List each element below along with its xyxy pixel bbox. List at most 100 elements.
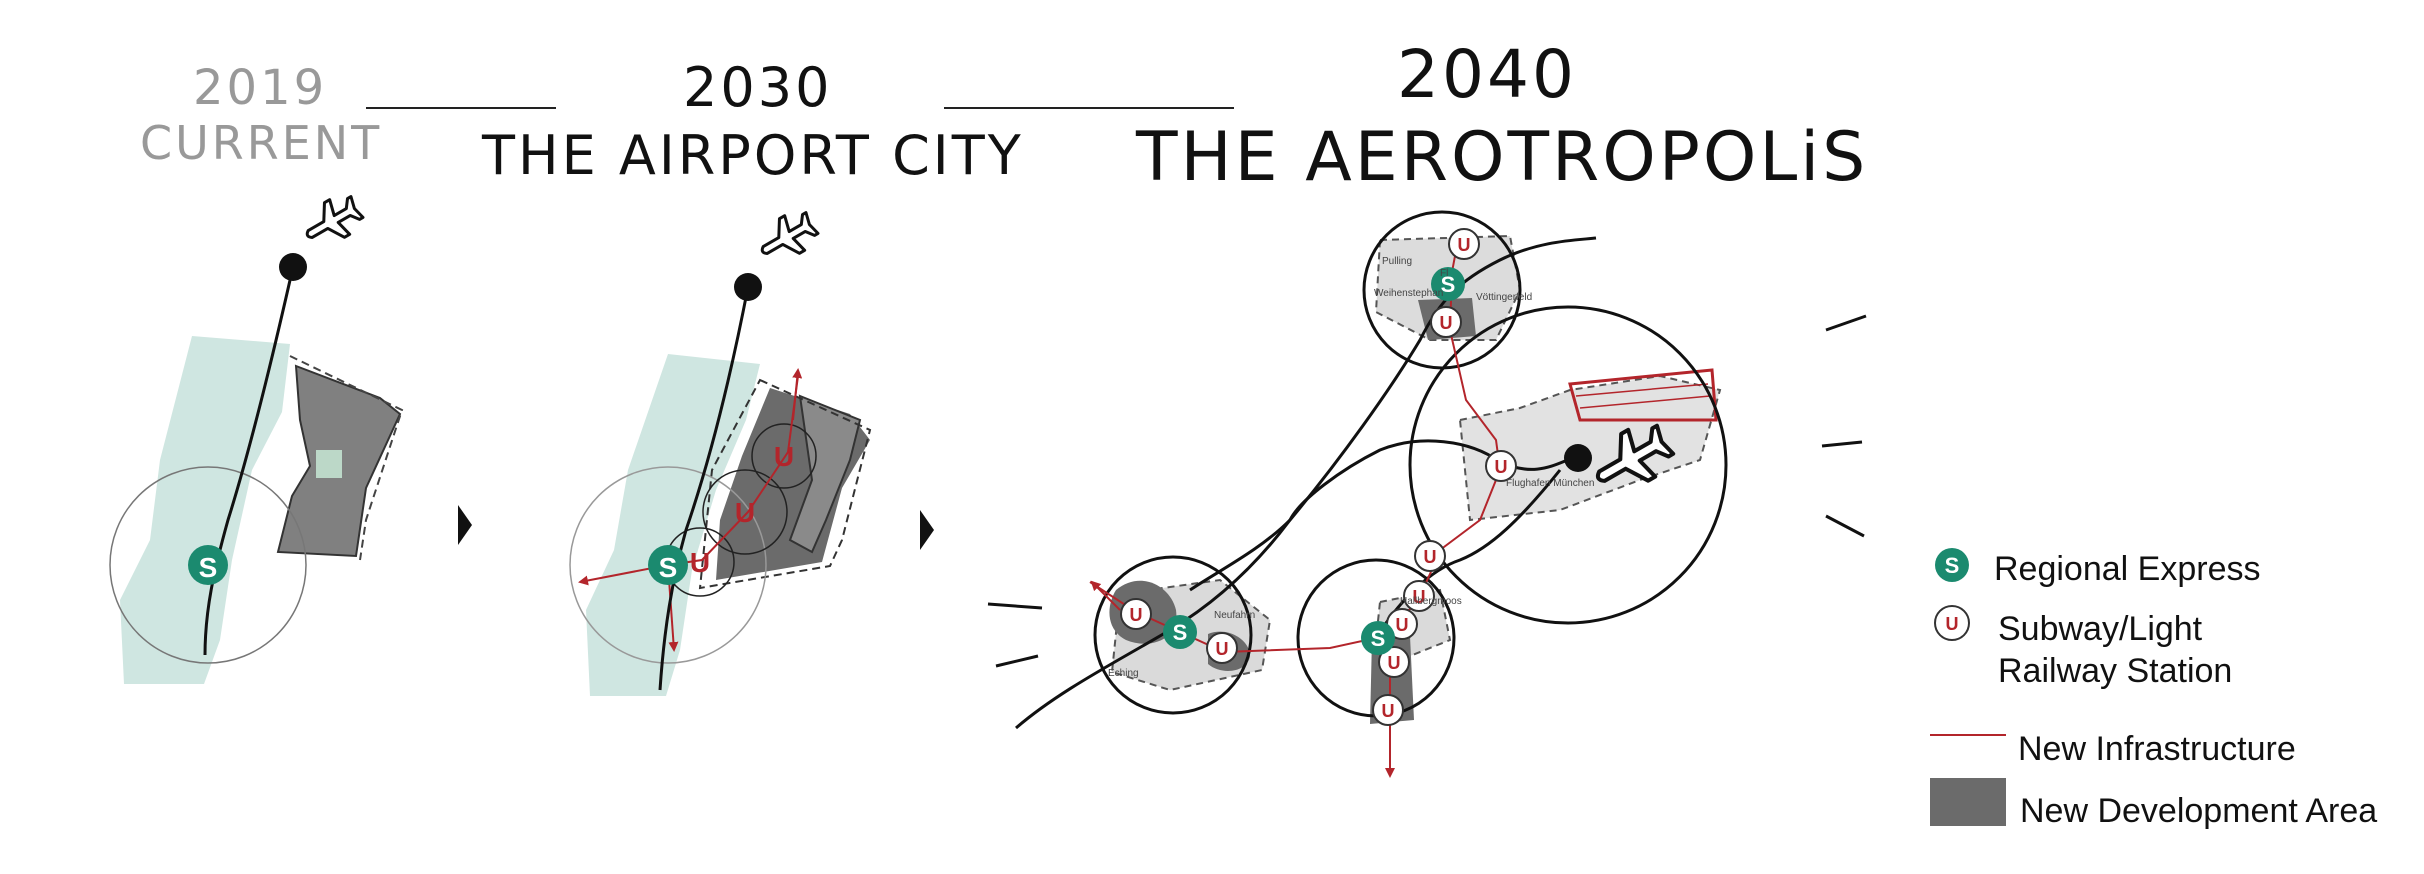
map-labels-2040: Weihenstephan Fl Vöttingerfeld Pulling N… (1108, 256, 1594, 679)
map-label-hallbergmoos: Hallbergmoos (1400, 596, 1462, 607)
regional-express-mark-2030: S (659, 552, 678, 583)
subway-mark-2030-c: U (690, 547, 710, 578)
subway-mark-2040-2: U (1440, 313, 1453, 333)
subway-mark-2040-1: U (1458, 235, 1471, 255)
subway-icon-2040-9 (1120, 598, 1152, 630)
regional-stations-2040: S S S (1163, 267, 1465, 655)
legend-subway-label-1: Subway/Light (1998, 610, 2203, 648)
airport-node-2040 (1564, 444, 1592, 472)
subway-icon-2040-7 (1378, 646, 1410, 678)
legend-subway-icon (1934, 605, 1970, 641)
subway-icon-2040-5 (1403, 580, 1435, 612)
airport-runways (1575, 383, 1711, 409)
green-landscape-2030 (586, 354, 760, 696)
subway-mark-2040-5: U (1413, 587, 1426, 607)
legend-regional-express-label: Regional Express (1994, 550, 2261, 588)
radiating-tick-2 (1821, 440, 1863, 448)
urban-area-airport (1458, 374, 1722, 522)
regional-express-icon-2019 (188, 545, 228, 585)
subway-icon-2040-3 (1485, 450, 1517, 482)
airport-node-2030 (734, 273, 762, 301)
next-arrow-2 (920, 510, 934, 550)
legend-new-development-label: New Development Area (2020, 792, 2378, 830)
green-landscape-2019 (120, 336, 290, 684)
regional-express-icon-2040-3 (1361, 621, 1395, 655)
legend-regional-express-icon (1935, 548, 1969, 582)
stage-2040-year: 2040 (1397, 36, 1577, 113)
subway-mark-2030-a: U (774, 441, 794, 472)
stage-2040-name: THE AEROTROPOLiS (1136, 118, 1869, 197)
plane-icon-2030 (751, 204, 824, 271)
new-infrastructure-2030-up (792, 368, 803, 421)
radiating-tick-1 (1825, 314, 1867, 332)
radius-circle-2030 (569, 466, 767, 664)
panel-2040: U U U U U U U U U U (987, 210, 1867, 778)
subway-icon-2040-8 (1372, 694, 1404, 726)
stage-2030-name: THE AIRPORT CITY (482, 124, 1024, 187)
regional-express-icon-2030 (648, 545, 688, 585)
subway-icon-2040-1 (1448, 228, 1480, 260)
legend-regional-express-mark: S (1945, 553, 1960, 578)
regional-express-icon-2040-2 (1163, 615, 1197, 649)
subway-mark-2040-9: U (1130, 605, 1143, 625)
subway-radius-1 (702, 469, 788, 555)
rail-line-2040-branch (1288, 439, 1581, 521)
subway-icon-2040-10 (1206, 632, 1238, 664)
radius-circle-2019 (109, 466, 307, 664)
map-label-neufahrn: Neufahrn (1214, 610, 1255, 621)
subway-mark-2040-7: U (1388, 653, 1401, 673)
legend-subway-mark: U (1946, 614, 1959, 634)
subway-icon-2040-4 (1414, 540, 1446, 572)
legend-subway-label-2: Railway Station (1998, 652, 2233, 690)
next-arrow-1 (458, 505, 472, 545)
radiating-tick-4 (987, 602, 1043, 610)
rail-line-2040-south (1374, 469, 1562, 639)
green-patch-2019 (316, 450, 342, 478)
legend: S U (1930, 548, 2006, 826)
legend-new-infrastructure-label: New Infrastructure (2018, 730, 2296, 768)
map-label-eching: Eching (1108, 668, 1139, 679)
rail-line-2019 (203, 266, 295, 656)
subway-radius-2 (751, 423, 817, 489)
rail-line-2030 (658, 286, 750, 691)
radiating-tick-5 (995, 654, 1039, 668)
timeline-rule-1 (366, 107, 556, 109)
subway-mark-2040-4: U (1424, 547, 1437, 567)
new-infrastructure-2040-west (1090, 580, 1121, 611)
stage-2019-year: 2019 (193, 60, 328, 116)
subway-mark-2040-10: U (1216, 639, 1229, 659)
subway-mark-2030-b: U (735, 497, 755, 528)
airport-node-2019 (279, 253, 307, 281)
legend-new-development-swatch (1930, 778, 2006, 826)
development-boundary-2030 (698, 378, 872, 590)
map-label-pulling: Pulling (1382, 256, 1412, 267)
influence-circle-southwest (1093, 555, 1253, 715)
subway-mark-2040-8: U (1382, 701, 1395, 721)
regional-express-icon-2040-1 (1431, 267, 1465, 301)
map-label-flughafen: Flughafen München (1506, 478, 1594, 489)
influence-circle-airport (1408, 305, 1728, 625)
panel-2019: S (109, 188, 404, 684)
rail-line-2040-west (1189, 518, 1292, 592)
subway-mark-2040-6: U (1396, 615, 1409, 635)
regional-express-mark-2019: S (199, 552, 218, 583)
airport-boundary-2019 (289, 355, 404, 561)
airport-expansion (1568, 368, 1718, 422)
rail-line-2040-main (1015, 236, 1597, 730)
subway-icon-2040-2 (1430, 306, 1462, 338)
panel-2030: U U U S (569, 204, 872, 696)
map-label-vottingerfeld: Vöttingerfeld (1476, 292, 1532, 303)
map-label-weihenstephan: Weihenstephan (1374, 288, 1443, 299)
regional-express-mark-2040-1: S (1441, 272, 1456, 297)
radiating-tick-3 (1825, 514, 1865, 538)
subway-mark-2040-3: U (1495, 457, 1508, 477)
timeline-rule-2 (944, 107, 1234, 109)
subway-stations-2040: U U U U U U U U U U (1120, 228, 1517, 726)
map-label-fl: Fl (1440, 268, 1448, 279)
stage-2019-name: CURRENT (140, 116, 383, 170)
regional-express-mark-2040-3: S (1371, 626, 1386, 651)
stage-2030-year: 2030 (683, 56, 833, 119)
regional-express-mark-2040-2: S (1173, 620, 1188, 645)
